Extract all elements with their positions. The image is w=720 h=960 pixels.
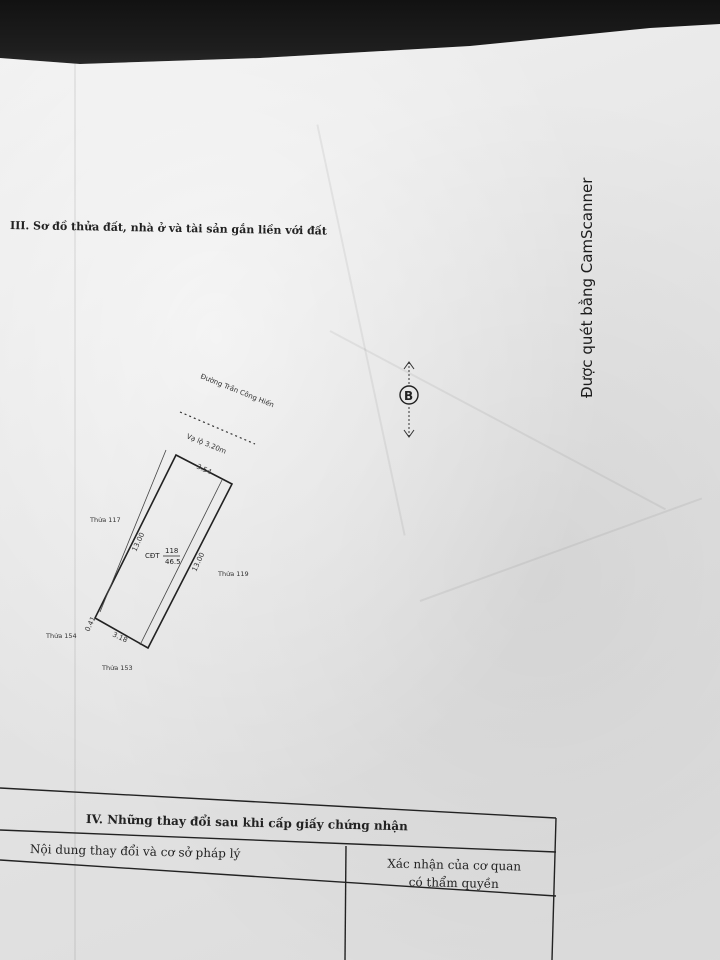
- orientation-circle: [399, 385, 419, 405]
- table-header-border: [0, 829, 557, 853]
- dim-bottom: 3.18: [111, 631, 129, 645]
- dim-corner: 0.41: [84, 615, 98, 633]
- neighbor-117: Thửa 117: [89, 516, 121, 524]
- parcel-inner-line: [99, 449, 167, 613]
- street-line: [179, 411, 256, 445]
- fold-crease: [74, 60, 76, 960]
- parcel-inner-line: [139, 479, 223, 646]
- column-header-confirm: Xác nhận của cơ quan có thẩm quyền: [356, 854, 553, 894]
- parcel-label: CĐT: [145, 552, 160, 560]
- neighbor-154: Thửa 154: [45, 632, 77, 640]
- north-arrow-icon: [403, 361, 415, 370]
- parcel-area: 46.5: [165, 558, 181, 566]
- neighbor-153: Thửa 153: [101, 664, 133, 672]
- table-column-divider: [344, 845, 347, 960]
- dim-right: 13.00: [191, 551, 207, 573]
- setback-label: Vạ lộ 3.20m: [185, 432, 227, 455]
- neighbor-119: Thửa 119: [217, 570, 249, 578]
- table-top-border: [0, 787, 557, 819]
- street-label: Đường Trần Công Hiến: [199, 372, 275, 409]
- parcel-outline: [93, 453, 234, 650]
- parcel-number: 118: [165, 547, 178, 555]
- table-right-border: [551, 817, 557, 960]
- table-row-border: [0, 859, 557, 897]
- orientation-symbol: B: [404, 389, 413, 403]
- dim-top: 3.54: [195, 463, 213, 477]
- south-arrow-icon: [403, 429, 415, 438]
